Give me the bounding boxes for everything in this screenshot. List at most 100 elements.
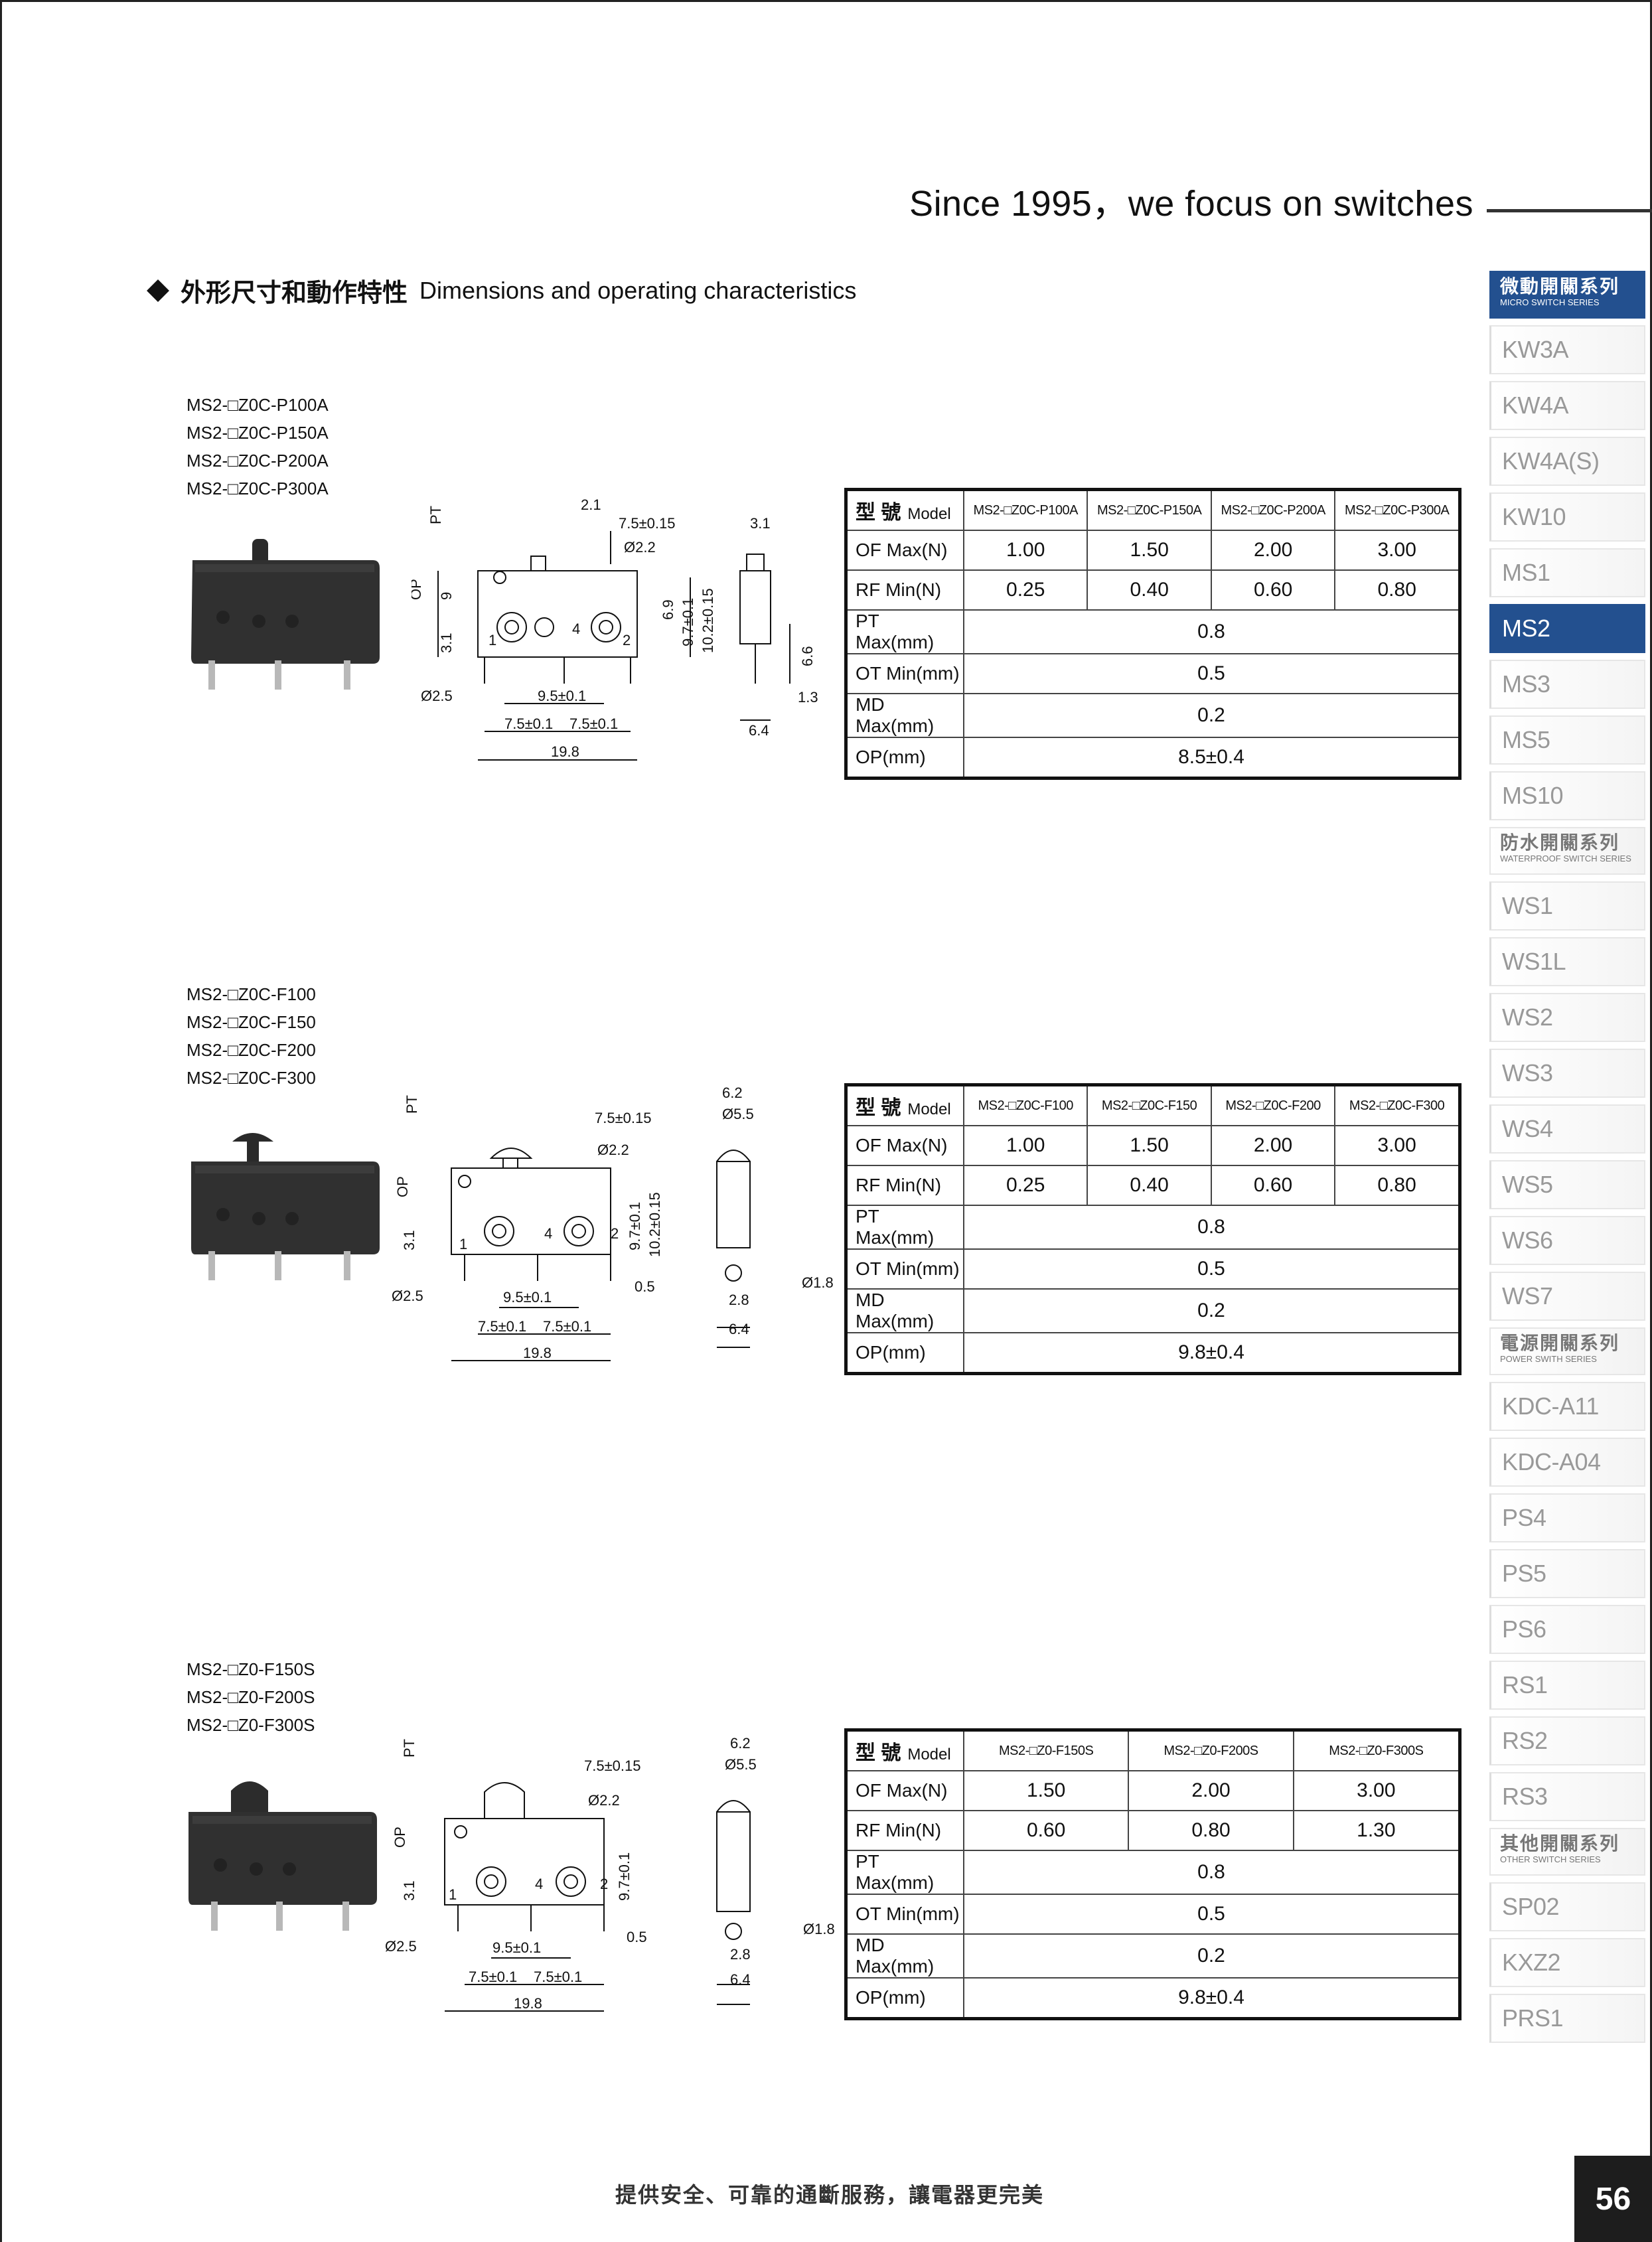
- sidebar-item-ps5[interactable]: PS5: [1489, 1549, 1645, 1598]
- sidebar-item-ws3[interactable]: WS3: [1489, 1049, 1645, 1098]
- row-label: OF Max(N): [845, 530, 964, 571]
- sidebar-category-other[interactable]: 其他開關系列 OTHER SWITCH SERIES: [1489, 1828, 1645, 1876]
- dim-label: Ø2.5: [421, 688, 453, 704]
- dim-label: 3.1: [401, 1880, 417, 1901]
- sidebar-item-ws7[interactable]: WS7: [1489, 1272, 1645, 1321]
- sidebar-item-ps4[interactable]: PS4: [1489, 1493, 1645, 1542]
- table-cell: 0.60: [1210, 569, 1336, 611]
- dim-label: Ø2.5: [392, 1288, 423, 1304]
- row-label: OT Min(mm): [845, 1894, 964, 1935]
- dim-label: PT: [427, 506, 444, 524]
- dim-label: 6.2: [722, 1084, 743, 1101]
- row-label: OP(mm): [845, 1977, 964, 2020]
- dim-label: Ø2.5: [385, 1938, 417, 1955]
- model-name: MS2-□Z0C-F100: [187, 984, 316, 1004]
- dim-label: 9.5±0.1: [503, 1289, 552, 1306]
- sidebar-item-kxz2[interactable]: KXZ2: [1489, 1938, 1645, 1987]
- dim-label: OP: [412, 579, 424, 600]
- sidebar-item-ms2[interactable]: MS2: [1489, 604, 1645, 653]
- dim-label: 19.8: [523, 1345, 552, 1361]
- sidebar-item-ms3[interactable]: MS3: [1489, 660, 1645, 709]
- dim-label: OP: [394, 1176, 411, 1197]
- category-title: 微動開關系列: [1500, 276, 1620, 297]
- model-name: MS2-□Z0-F200S: [187, 1687, 315, 1707]
- dim-label: 7.5±0.1: [504, 715, 553, 732]
- dim-label: Ø5.5: [722, 1106, 754, 1122]
- sidebar-item-ms5[interactable]: MS5: [1489, 715, 1645, 765]
- table-cell: 1.30: [1292, 1810, 1461, 1851]
- sidebar-item-rs2[interactable]: RS2: [1489, 1716, 1645, 1765]
- sidebar-item-ws5[interactable]: WS5: [1489, 1160, 1645, 1209]
- sidebar-item-kw4a[interactable]: KW4A: [1489, 381, 1645, 430]
- table-row: RF Min(N) 0.25 0.40 0.60 0.80: [845, 1165, 1461, 1206]
- dim-label: 9.5±0.1: [538, 688, 586, 704]
- sidebar-item-kw4a-s[interactable]: KW4A(S): [1489, 437, 1645, 486]
- dim-label: Ø5.5: [725, 1756, 757, 1773]
- table-cell: 0.60: [962, 1810, 1130, 1851]
- sidebar-item-prs1[interactable]: PRS1: [1489, 1994, 1645, 2043]
- sidebar-item-ws1[interactable]: WS1: [1489, 881, 1645, 931]
- table-row: RF Min(N) 0.60 0.80 1.30: [845, 1810, 1461, 1851]
- row-label: MD Max(mm): [845, 1933, 964, 1979]
- pin-label: 2: [623, 632, 631, 648]
- model-column-header: MS2-□Z0C-F150: [1087, 1084, 1212, 1126]
- table-cell: 0.8: [963, 609, 1461, 654]
- model-column-header: MS2-□Z0C-P200A: [1210, 488, 1336, 531]
- dimension-drawing-1: PT OP 9 3.1 2.1 7.5±0.15 Ø2.2 6.9 9.7±0.…: [412, 496, 818, 761]
- table-row: RF Min(N) 0.25 0.40 0.60 0.80: [845, 569, 1461, 611]
- model-name: MS2-□Z0C-P100A: [187, 395, 329, 415]
- dim-label: Ø1.8: [802, 1274, 834, 1291]
- page-border-top: [0, 0, 1652, 2]
- diamond-bullet-icon: [147, 279, 169, 302]
- pin-label: 4: [535, 1876, 543, 1892]
- sidebar-item-ms10[interactable]: MS10: [1489, 771, 1645, 820]
- sidebar-category-micro[interactable]: 微動開關系列 MICRO SWITCH SERIES: [1489, 271, 1645, 319]
- sidebar-item-rs3[interactable]: RS3: [1489, 1772, 1645, 1821]
- sidebar-item-kw3a[interactable]: KW3A: [1489, 325, 1645, 374]
- dim-label: Ø2.2: [624, 539, 656, 556]
- dim-label: 9.7±0.1: [680, 598, 696, 646]
- dim-label: 7.5±0.1: [534, 1969, 582, 1985]
- dim-label: 2.8: [729, 1292, 749, 1308]
- dim-label: PT: [401, 1739, 417, 1757]
- table-cell: 0.5: [963, 1894, 1461, 1935]
- dim-label: 6.4: [730, 1971, 751, 1988]
- dim-label: Ø2.2: [588, 1792, 620, 1809]
- sidebar-item-rs1[interactable]: RS1: [1489, 1661, 1645, 1710]
- sidebar-item-ws1l[interactable]: WS1L: [1489, 937, 1645, 986]
- table-row: MD Max(mm) 0.2: [845, 1933, 1461, 1979]
- model-column-header: MS2-□Z0C-F300: [1334, 1084, 1461, 1126]
- dim-label: 0.5: [635, 1278, 655, 1295]
- sidebar-category-waterproof[interactable]: 防水開關系列 WATERPROOF SWITCH SERIES: [1489, 827, 1645, 875]
- sidebar-item-ws4[interactable]: WS4: [1489, 1104, 1645, 1154]
- table-cell: 9.8±0.4: [963, 1332, 1461, 1375]
- table-cell: 0.80: [1334, 569, 1461, 611]
- table-row: OT Min(mm) 0.5: [845, 1248, 1461, 1290]
- table-row: PT Max(mm) 0.8: [845, 1850, 1461, 1895]
- sidebar-item-ps6[interactable]: PS6: [1489, 1605, 1645, 1654]
- table-cell: 0.25: [962, 1165, 1089, 1206]
- dim-label: 7.5±0.1: [569, 715, 618, 732]
- dim-label: 3.1: [401, 1230, 417, 1250]
- sidebar-item-ms1[interactable]: MS1: [1489, 548, 1645, 597]
- category-title: 電源開關系列: [1500, 1333, 1620, 1353]
- sidebar-item-kw10[interactable]: KW10: [1489, 492, 1645, 542]
- sidebar-item-kdc-a04[interactable]: KDC-A04: [1489, 1438, 1645, 1487]
- sidebar-item-ws2[interactable]: WS2: [1489, 993, 1645, 1042]
- model-name: MS2-□Z0-F150S: [187, 1659, 315, 1679]
- sidebar-item-ws6[interactable]: WS6: [1489, 1216, 1645, 1265]
- table-row: OT Min(mm) 0.5: [845, 1894, 1461, 1935]
- table-cell: 1.50: [1087, 530, 1212, 571]
- sidebar-category-power[interactable]: 電源開關系列 POWER SWITH SERIES: [1489, 1327, 1645, 1375]
- table-row: OF Max(N) 1.50 2.00 3.00: [845, 1770, 1461, 1811]
- table-row: OF Max(N) 1.00 1.50 2.00 3.00: [845, 1125, 1461, 1166]
- sidebar-item-sp02[interactable]: SP02: [1489, 1882, 1645, 1931]
- dim-label: 1.3: [798, 689, 818, 706]
- sidebar-item-kdc-a11[interactable]: KDC-A11: [1489, 1382, 1645, 1431]
- dim-label: OP: [392, 1827, 408, 1848]
- dim-label: 7.5±0.1: [469, 1969, 517, 1985]
